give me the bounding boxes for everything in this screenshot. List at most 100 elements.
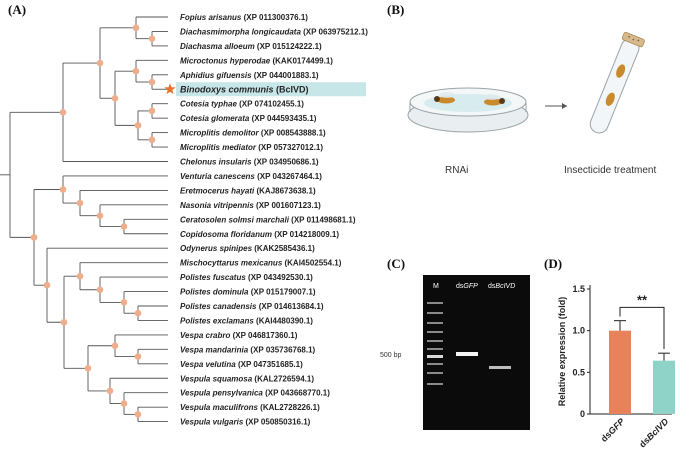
taxon-label: Cotesia typhae (XP 074102455.1): [180, 100, 304, 109]
gel-band-dsbcivd: [489, 366, 511, 369]
ladder-band: [427, 348, 443, 350]
taxon-label: Vespa mandarinia (XP 035736768.1): [180, 345, 316, 354]
petri-dish-icon: [407, 87, 529, 133]
taxon-label: Vespa velutina (XP 047351685.1): [180, 360, 303, 369]
expression-bar-chart: Relative expression (fold) 0 0.5 1.0 1.5 dsG…: [557, 284, 675, 450]
y-tick-label: 0.5: [572, 367, 585, 377]
node-support-dot: [132, 24, 140, 32]
node-support-dot: [76, 199, 84, 207]
taxon-label: Diachasmimorpha longicaudata (XP 0639752…: [180, 27, 368, 36]
ladder-band: [427, 302, 443, 304]
y-tick-label: 0: [580, 409, 585, 419]
panel-label-a: (A): [8, 2, 27, 17]
taxon-label: Venturia canescens (XP 043267464.1): [180, 172, 322, 181]
taxon-label: Vespula squamosa (KAL2726594.1): [180, 374, 314, 383]
taxon-label: Fopius arisanus (XP 011300376.1): [180, 13, 308, 22]
bar: [653, 360, 675, 414]
node-support-dot: [120, 400, 128, 407]
y-tick-label: 1.0: [572, 326, 585, 336]
gel-lane-dsbcivd-label: dsBcIVD: [488, 283, 515, 290]
taxon-label: Microplitis demolitor (XP 008543888.1): [180, 129, 326, 138]
taxon-label: Polistes exclamans (KAI4480390.1): [180, 316, 313, 325]
bar: [609, 330, 631, 414]
x-tick-label: dsBcIVD: [637, 416, 671, 450]
node-support-dot: [132, 67, 140, 75]
gel-lane-dsgfp-label: dsGFP: [456, 283, 478, 290]
gel-lane-m-label: M: [433, 283, 439, 290]
wasp-icon: [434, 92, 505, 106]
node-support-dot: [43, 281, 51, 289]
taxon-label: Mischocyttarus mexicanus (KAI4502554.1): [180, 259, 342, 268]
taxon-label: Polistes dominula (XP 015179007.1): [180, 288, 316, 297]
agarose-gel-image: M dsGFP dsBcIVD 500 bp: [380, 275, 530, 430]
marker-500bp-label: 500 bp: [380, 352, 402, 359]
ladder-band: [427, 355, 443, 358]
taxon-label: Copidosoma floridanum (XP 014218009.1): [180, 230, 339, 239]
ladder-band: [427, 372, 443, 374]
node-support-dot: [76, 272, 84, 280]
taxon-label: Eretmocerus hayati (KAJ8673638.1): [180, 186, 316, 195]
node-support-dot: [59, 186, 67, 193]
dna-ladder: [427, 302, 443, 385]
ladder-band: [427, 331, 443, 333]
node-support-dot: [120, 299, 128, 306]
ladder-band: [427, 340, 443, 342]
x-tick-label: dsGFP: [599, 416, 627, 444]
rnai-workflow: RNAi Insecticide treatment: [407, 31, 656, 176]
arrow-right-icon: [545, 103, 567, 109]
node-support-dot: [60, 318, 68, 326]
taxon-label: Odynerus spinipes (KAK2585436.1): [180, 244, 315, 253]
taxon-label: Chelonus insularis (XP 034950686.1): [180, 158, 319, 167]
panel-label-c: (C): [387, 256, 406, 271]
taxon-label: Ceratosolen solmsi marchali (XP 01149868…: [180, 215, 356, 224]
panel-label-b: (B): [387, 2, 405, 17]
rnai-label: RNAi: [445, 165, 468, 176]
node-support-dot: [30, 234, 38, 241]
node-support-dot: [59, 108, 67, 116]
significance-stars: **: [637, 292, 648, 307]
ladder-band: [427, 363, 443, 365]
taxon-label: Diachasma alloeum (XP 015124222.1): [180, 42, 322, 51]
taxon-label: Microplitis mediator (XP 057327012.1): [180, 143, 323, 152]
test-tube-icon: [589, 31, 645, 134]
ladder-band: [427, 383, 443, 385]
node-support-dot: [120, 223, 128, 230]
node-support-dot: [148, 136, 156, 144]
taxon-label: Aphidius gifuensis (XP 044001883.1): [179, 71, 319, 80]
node-support-dot: [148, 35, 156, 42]
ladder-band: [427, 322, 443, 324]
taxon-label: Cotesia glomerata (XP 044593435.1): [180, 114, 317, 123]
node-support-dot: [148, 78, 156, 86]
taxon-label: Microctonus hyperodae (KAK0174499.1): [180, 56, 333, 65]
node-support-dot: [134, 122, 142, 129]
highlight-bar: [176, 82, 366, 97]
taxon-label: Vespula vulgaris (XP 050850316.1): [180, 418, 311, 427]
node-support-dot: [148, 107, 156, 115]
node-support-dot: [111, 342, 119, 350]
node-support-dot: [84, 365, 92, 372]
node-support-dot: [96, 286, 104, 294]
node-support-dot: [134, 411, 142, 418]
node-support-dot: [106, 387, 114, 395]
taxon-label: Nasonia vitripennis (XP 001607123.1): [180, 201, 321, 210]
node-support-dot: [96, 59, 104, 67]
taxon-label: Polistes canadensis (XP 014613684.1): [180, 302, 324, 311]
y-axis-label: Relative expression (fold): [557, 297, 567, 407]
y-tick-label: 1.5: [572, 284, 585, 294]
star-icon: [164, 83, 176, 95]
taxon-label: Polistes fuscatus (XP 043492530.1): [180, 273, 313, 282]
panel-label-d: (D): [544, 256, 563, 271]
node-support-dot: [96, 212, 104, 219]
insecticide-treatment-label: Insecticide treatment: [564, 165, 656, 176]
significance-bracket: [619, 306, 665, 349]
taxon-label: Vespula maculifrons (KAL2728226.1): [180, 403, 320, 412]
taxon-label: Binodoxys communis (BcIVD): [180, 84, 309, 94]
node-support-dot: [134, 353, 142, 360]
node-support-dot: [134, 309, 142, 317]
node-support-dot: [111, 94, 119, 102]
ladder-band: [427, 312, 443, 314]
phylogenetic-tree: Fopius arisanus (XP 011300376.1) Diachasm…: [0, 13, 368, 427]
taxon-label: Vespula pensylvanica (XP 043668770.1): [180, 389, 330, 398]
taxon-label: Vespa crabro (XP 046817360.1): [180, 331, 298, 340]
